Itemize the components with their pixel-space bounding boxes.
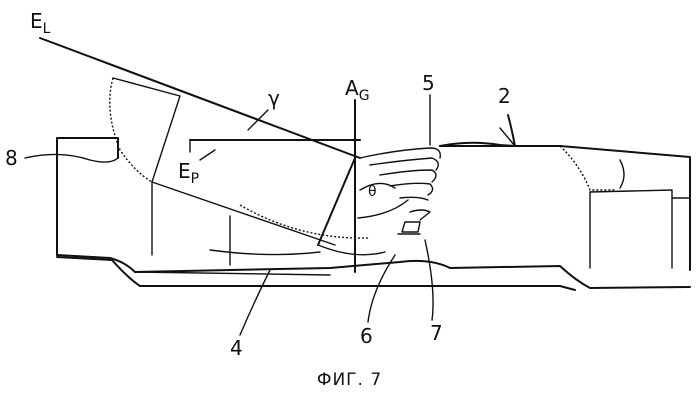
- label-ep: EP: [178, 159, 199, 187]
- figure-caption: ФИГ. 7: [0, 370, 699, 390]
- left-segment: [110, 78, 335, 255]
- leader-ep: [200, 150, 215, 160]
- label-8: 8: [5, 146, 18, 170]
- right-segment: [560, 146, 690, 268]
- label-theta: θ: [368, 184, 377, 200]
- label-el: EL: [30, 9, 51, 37]
- label-7: 7: [430, 321, 443, 345]
- leader-7: [425, 240, 433, 320]
- label-5: 5: [422, 71, 435, 95]
- label-gamma: γ: [268, 86, 280, 110]
- label-2: 2: [498, 84, 511, 108]
- leader-4: [240, 270, 270, 335]
- housing-top-bump: [440, 115, 515, 146]
- leader-8: [25, 154, 118, 162]
- label-ag: AG: [345, 76, 370, 104]
- label-4: 4: [230, 336, 243, 360]
- leader-gamma: [248, 110, 268, 130]
- label-6: 6: [360, 324, 373, 348]
